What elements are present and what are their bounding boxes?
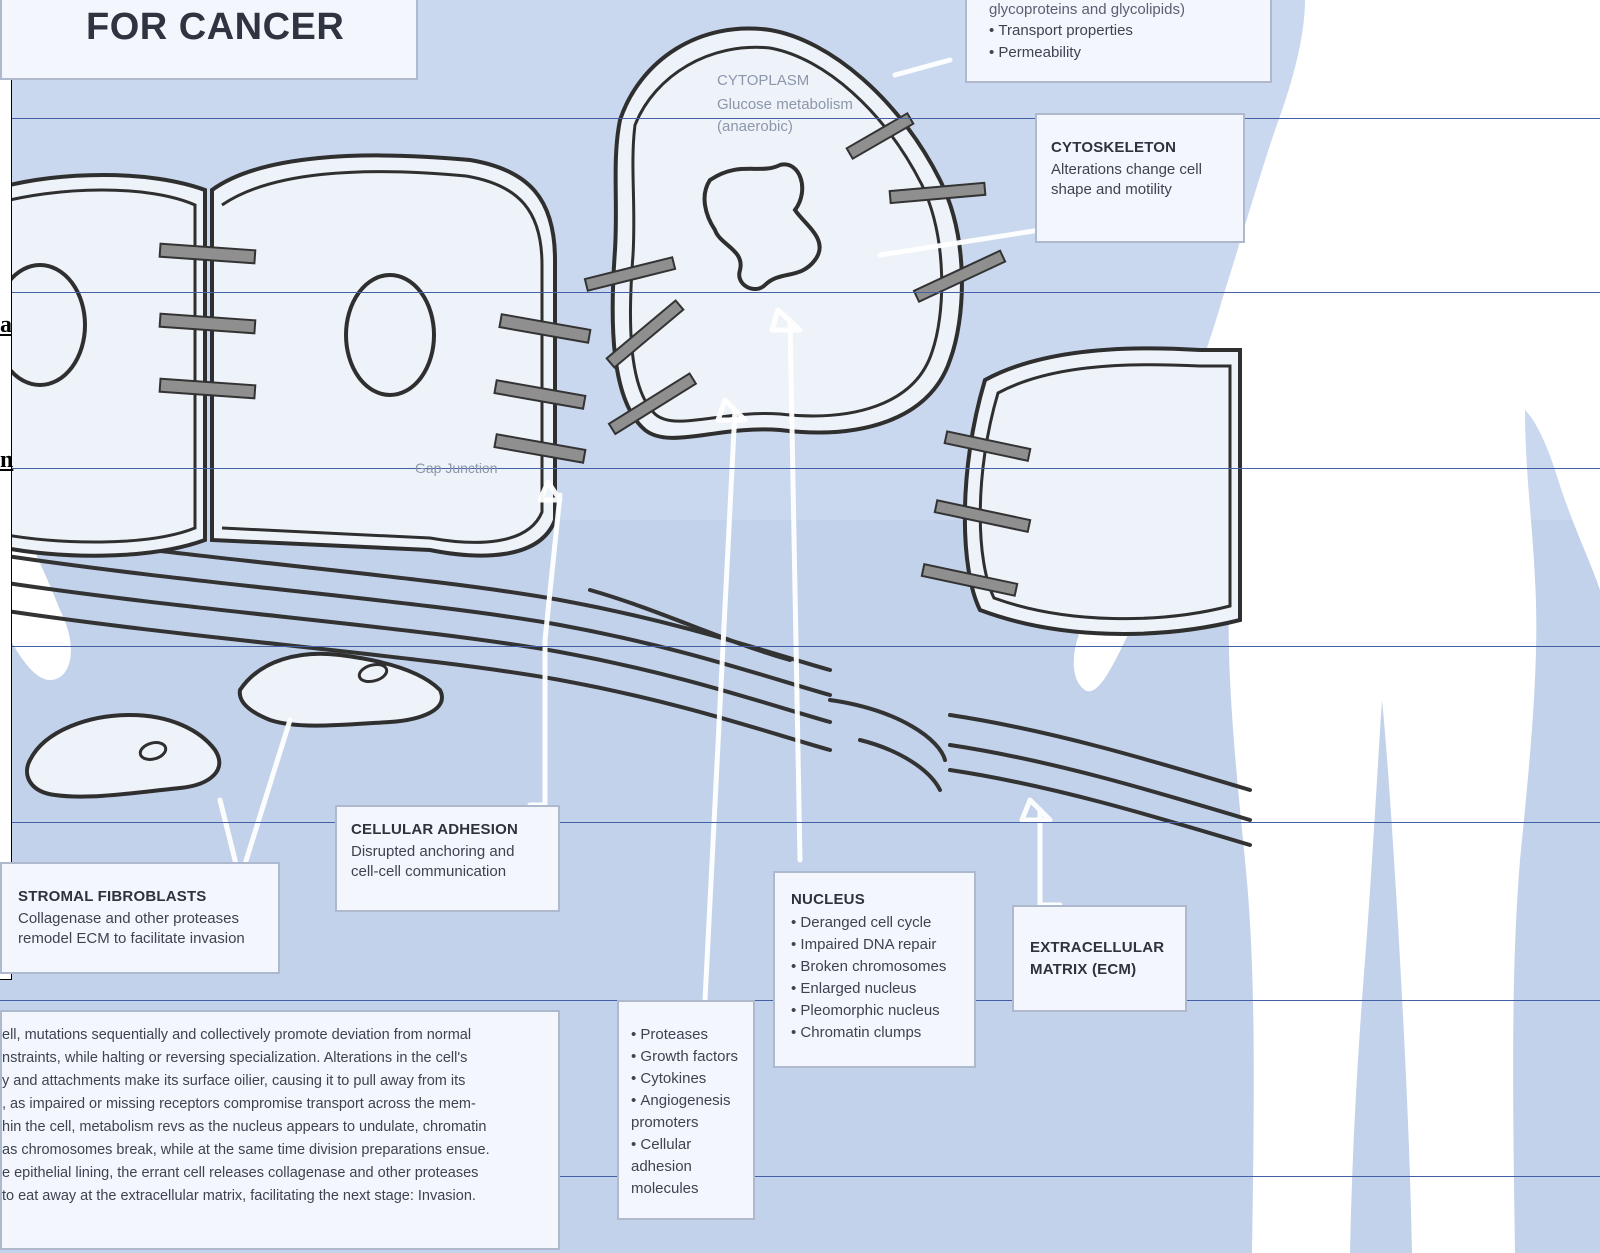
cellular-adhesion-box: CELLULAR ADHESION Disrupted anchoring an…	[335, 805, 560, 912]
description-line: hin the cell, metabolism revs as the nuc…	[2, 1116, 542, 1139]
secreted-item: Angiogenesis promoters	[631, 1090, 747, 1134]
secreted-item: Growth factors	[631, 1046, 747, 1068]
description-line: e epithelial lining, the errant cell rel…	[2, 1162, 542, 1185]
ecm-box: EXTRACELLULAR MATRIX (ECM)	[1012, 905, 1187, 1012]
anaerobic-label: (anaerobic)	[717, 118, 793, 135]
rule-line	[0, 822, 1600, 823]
cytoskeleton-box: CYTOSKELETON Alterations change cell sha…	[1035, 113, 1245, 243]
nucleus-item: Broken chromosomes	[791, 956, 966, 978]
membrane-line: Permeability	[989, 42, 1260, 64]
nucleus-list: Deranged cell cycle Impaired DNA repair …	[791, 912, 966, 1044]
stromal-heading: STROMAL FIBROBLASTS	[18, 888, 268, 905]
secreted-item: Cytokines	[631, 1068, 747, 1090]
left-glyph: a	[0, 312, 12, 339]
cytoplasm-label: CYTOPLASM	[717, 72, 809, 89]
description-line: y and attachments make its surface oilie…	[2, 1070, 542, 1093]
rule-line	[0, 292, 1600, 293]
rule-line	[0, 468, 1600, 469]
nucleus-item: Impaired DNA repair	[791, 934, 966, 956]
rule-line	[0, 646, 1600, 647]
description-line: ell, mutations sequentially and collecti…	[2, 1024, 542, 1047]
nucleus-item: Pleomorphic nucleus	[791, 1000, 966, 1022]
description-line: , as impaired or missing receptors compr…	[2, 1093, 542, 1116]
membrane-line: Transport properties	[989, 20, 1260, 42]
secreted-item: Proteases	[631, 1024, 747, 1046]
left-glyph: n	[0, 447, 13, 474]
nucleus-item: Enlarged nucleus	[791, 978, 966, 1000]
ecm-heading: EXTRACELLULAR MATRIX (ECM)	[1030, 937, 1170, 981]
glucose-label: Glucose metabolism	[717, 96, 853, 113]
gap-junction-label: Gap Junction	[415, 460, 498, 476]
description-line: as chromosomes break, while at the same …	[2, 1139, 542, 1162]
secreted-item: Cellular adhesion molecules	[631, 1134, 747, 1200]
membrane-line: glycoproteins and glycolipids)	[989, 0, 1260, 20]
secreted-factors-box: Proteases Growth factors Cytokines Angio…	[617, 1000, 755, 1220]
cellular-adhesion-text: Disrupted anchoring and cell-cell commun…	[351, 842, 536, 882]
description-line: to eat away at the extracellular matrix,…	[2, 1185, 542, 1208]
cytoskeleton-heading: CYTOSKELETON	[1051, 139, 1231, 156]
cellular-adhesion-heading: CELLULAR ADHESION	[351, 821, 548, 838]
nucleus-item: Deranged cell cycle	[791, 912, 966, 934]
stromal-fibroblasts-box: STROMAL FIBROBLASTS Collagenase and othe…	[0, 862, 280, 974]
nucleus-heading: NUCLEUS	[791, 891, 966, 908]
membrane-box: glycoproteins and glycolipids) Transport…	[965, 0, 1272, 83]
rule-line	[0, 118, 1600, 119]
description-line: nstraints, while halting or reversing sp…	[2, 1047, 542, 1070]
cytoskeleton-text: Alterations change cell shape and motili…	[1051, 160, 1221, 200]
nucleus-item: Chromatin clumps	[791, 1022, 966, 1044]
stromal-text: Collagenase and other proteases remodel …	[18, 909, 268, 949]
page-title: FOR CANCER	[86, 6, 344, 49]
left-frame	[0, 40, 12, 980]
title-box: FOR CANCER	[0, 0, 418, 80]
nucleus-box: NUCLEUS Deranged cell cycle Impaired DNA…	[773, 871, 976, 1068]
secreted-list: Proteases Growth factors Cytokines Angio…	[631, 1024, 747, 1200]
description-box: ell, mutations sequentially and collecti…	[0, 1010, 560, 1250]
